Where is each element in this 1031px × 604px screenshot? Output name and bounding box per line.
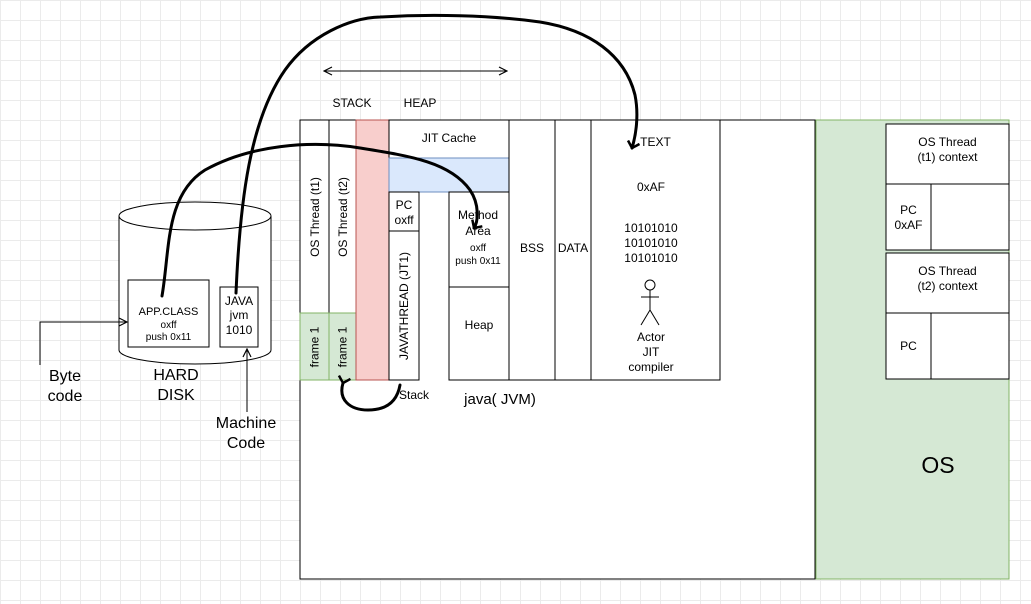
pc-t1-title: PC [900,203,917,217]
pc-label: PC oxff [389,198,419,228]
byte-code-line1: Byte [48,368,81,385]
hard-disk-line1: HARD [153,367,199,384]
machine-code-line1: Machine [215,415,277,432]
stack-heap-divider [355,119,390,381]
os-thread-t2-ctx-line1: OS Thread [918,264,977,278]
jit-cache-label: JIT Cache [421,131,477,145]
binary-values: 10101010 10101010 10101010 [591,221,711,266]
pc-t1-box [885,183,932,251]
os-thread-t1-context-label: OS Thread (t1) context [886,135,1009,165]
method-area-title-2: Area [465,223,491,238]
jit-text: JIT [642,345,660,359]
os-thread-t2-context-box [885,252,1010,314]
os-thread-t2-label: OS Thread (t2) [335,176,350,257]
java-text: JAVA [224,294,254,308]
javathread-column [388,230,420,381]
os-thread-t1-ctx-line1: OS Thread [918,135,977,149]
machine-code-line2: Code [226,435,266,452]
java-jvm-box [219,286,259,348]
pc-title: PC [395,198,413,212]
app-class-label: APP.CLASS oxff push 0x11 [128,306,209,345]
os-thread-t2-ctx-line2: (t2) context [917,279,978,293]
binary-3: 10101010 [624,251,678,265]
pc-value: oxff [394,213,414,227]
app-class-value-1: oxff [160,319,177,331]
os-label: OS [921,452,955,478]
byte-code-connector [39,322,127,365]
app-class-value-2: push 0x11 [145,332,192,344]
frame-1-t1 [299,312,330,381]
heap-box-label: Heap [464,318,494,332]
os-thread-t1-label: OS Thread (t1) [307,176,322,257]
binary-2: 10101010 [624,236,678,250]
app-class-to-method-area-arc [160,143,483,298]
bss-label: BSS [519,241,544,255]
pc-t2-label: PC [900,339,917,353]
jvm-label: java( JVM) [464,391,536,408]
frame-to-javathread-arc [337,374,402,412]
stack-label: STACK [332,96,372,110]
frame-1-t1-label: frame 1 [307,326,322,367]
app-class-box [127,279,210,348]
stack-small-label: Stack [398,388,429,402]
java-jvm-label: JAVA jvm 1010 [220,294,258,337]
pc-t1-value: 0xAF [894,218,923,232]
actor-label: Actor JIT compiler [591,330,711,375]
frame-1-t2-label: frame 1 [335,326,350,367]
compiler-text: compiler [628,360,674,374]
hard-disk-label: HARD DISK [140,366,212,406]
jvm-small-text: jvm [229,308,249,323]
method-area-box [448,191,510,288]
t2-empty-box [930,312,1010,380]
pc-box [388,191,420,232]
heap-box [448,286,510,381]
heap-band [388,157,510,193]
pc-t1-label: PC 0xAF [886,203,931,233]
data-box [554,119,592,381]
text-address: 0xAF [636,180,665,194]
method-area-value-2: push 0x11 [455,256,501,268]
machine-code-label: Machine Code [211,414,281,454]
jvm-to-text-arc [234,13,641,295]
actor-icon [640,279,660,326]
binary-1: 10101010 [624,221,678,235]
method-area-title-1: Method [457,208,499,222]
text-label: TEXT [640,135,671,149]
t1-empty-box [930,183,1010,251]
text-box [590,119,721,381]
data-label: DATA [557,241,589,255]
os-thread-t2-context-label: OS Thread (t2) context [886,264,1009,294]
os-thread-t1-context-box [885,123,1010,185]
byte-code-label: Byte code [40,367,90,407]
java-1010-text: 1010 [225,322,253,337]
javathread-label: JAVATHREAD (JT1) [397,251,412,360]
actor-text: Actor [636,330,665,344]
heap-label: HEAP [403,96,437,110]
byte-code-line2: code [47,388,83,405]
os-thread-t1-ctx-line2: (t1) context [917,150,978,164]
hard-disk-line2: DISK [157,387,195,404]
method-area-value-1: oxff [470,243,486,255]
method-area-label: Method Area oxff push 0x11 [449,208,507,268]
app-class-title: APP.CLASS [138,306,199,318]
frame-1-t2 [328,312,357,381]
pc-t2-box [885,312,932,380]
